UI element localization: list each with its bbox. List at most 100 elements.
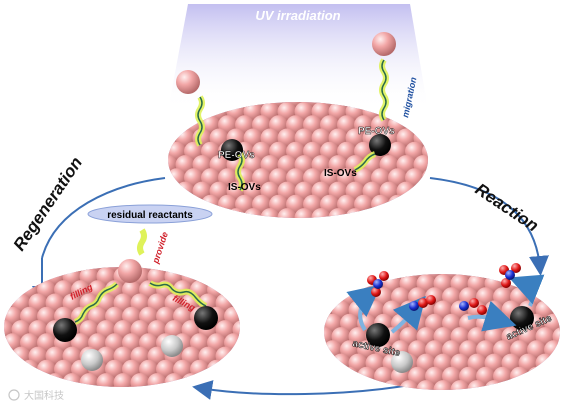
lattice-atom [233, 241, 252, 260]
lattice-atom [357, 366, 376, 386]
lattice-atom [241, 254, 260, 273]
lattice-atom [544, 366, 560, 386]
lattice-atom [215, 346, 235, 366]
lattice-atom [241, 307, 260, 326]
lattice-atom [431, 208, 450, 227]
lattice-atom [425, 393, 444, 404]
lattice-atom [209, 208, 229, 218]
lattice-atom [235, 221, 254, 240]
lattice-atom [439, 168, 458, 187]
lattice-atom [45, 373, 65, 387]
lattice-atom [241, 280, 260, 299]
lattice-atom [324, 274, 325, 280]
lattice-atom [379, 208, 399, 218]
lattice-atom [298, 354, 317, 373]
lattice-atom [422, 194, 428, 214]
lattice-atom [413, 181, 428, 201]
lattice-atom [413, 208, 428, 218]
lattice-atom [260, 208, 280, 218]
lattice-atom [4, 267, 22, 273]
lattice-atom [518, 380, 538, 390]
lattice-atom [20, 359, 39, 379]
lattice-atom [54, 267, 73, 273]
lattice-atom [88, 386, 107, 387]
lattice-atom [340, 366, 359, 386]
lattice-atom [484, 380, 504, 390]
lattice-atom [552, 353, 560, 373]
lattice-atom [535, 274, 555, 293]
label-pe-ovs-right: PE-OVs [358, 126, 395, 137]
lattice-atom [114, 241, 133, 260]
lattice-atom [130, 373, 150, 387]
lattice-atom [357, 393, 376, 404]
lattice-atom [232, 346, 240, 366]
lattice-atom [232, 373, 240, 387]
lattice-atom [433, 380, 453, 390]
arrow-top-to-left [41, 177, 166, 259]
lattice-atom [4, 386, 5, 387]
no2-molecule-left [409, 295, 436, 311]
lattice-atom [431, 182, 450, 201]
residual-bubble [87, 204, 213, 224]
lattice-atom [324, 366, 325, 386]
lattice-atom [11, 373, 31, 387]
lattice-atom [442, 393, 461, 404]
lattice-atom [331, 380, 351, 390]
lattice-atom [142, 155, 161, 174]
lattice-atom [396, 181, 416, 201]
lattice-atom [224, 359, 240, 379]
lattice-atom [190, 267, 209, 273]
lattice-atom [190, 359, 209, 379]
lattice-atom [431, 102, 450, 121]
lattice-atom [431, 155, 450, 174]
lattice-atom [544, 274, 560, 280]
lattice-atom [298, 274, 317, 293]
lattice-atom [348, 380, 368, 390]
lattice-atom [4, 280, 5, 300]
lattice-atom [97, 241, 116, 260]
lattice-atom [298, 301, 317, 320]
lattice-atom [561, 314, 568, 333]
lattice-atom [510, 393, 529, 404]
lattice-atom [286, 221, 305, 240]
lattice-atom [28, 373, 48, 387]
lattice-atom [80, 241, 99, 260]
lattice-atom [439, 89, 458, 108]
lattice-atom [224, 280, 240, 300]
lattice-atom [527, 274, 546, 280]
lattice-atom [331, 274, 351, 293]
lattice-atom [349, 248, 368, 267]
lattice-atom [226, 208, 246, 218]
lattice-atom [224, 386, 240, 387]
lattice-atom [168, 181, 178, 201]
lattice-atom [37, 267, 56, 273]
lattice-atom [396, 208, 416, 218]
lattice-atom [485, 248, 504, 267]
lattice-atom [207, 267, 226, 273]
lattice-atom [173, 386, 192, 387]
lattice-atom [468, 248, 487, 267]
lattice-atom [324, 287, 325, 307]
lattice-atom [216, 241, 235, 260]
lattice-atom [450, 380, 470, 390]
lattice-atom [388, 221, 407, 240]
lattice-atom [175, 181, 195, 201]
lattice-atom [298, 380, 317, 399]
lattice-atom [388, 194, 407, 214]
lattice-atom [501, 380, 521, 390]
lattice-atom [173, 267, 192, 273]
no3-molecule-right [499, 263, 521, 288]
active-site-left-marker [366, 323, 390, 347]
stage-label-regeneration: Regeneration [10, 154, 87, 255]
lattice-atom [241, 386, 260, 404]
lattice-atom [439, 221, 458, 240]
label-is-ovs-left: IS-OVs [228, 182, 261, 193]
lattice-atom [4, 333, 5, 353]
lattice-atom [201, 221, 220, 240]
label-pe-ovs-left: PE-OVs [218, 150, 255, 161]
lattice-atom [232, 267, 240, 286]
label-provide: provide [150, 231, 170, 266]
lattice-atom [241, 333, 260, 352]
lattice-atom [298, 248, 317, 267]
lattice-atom [371, 221, 390, 240]
